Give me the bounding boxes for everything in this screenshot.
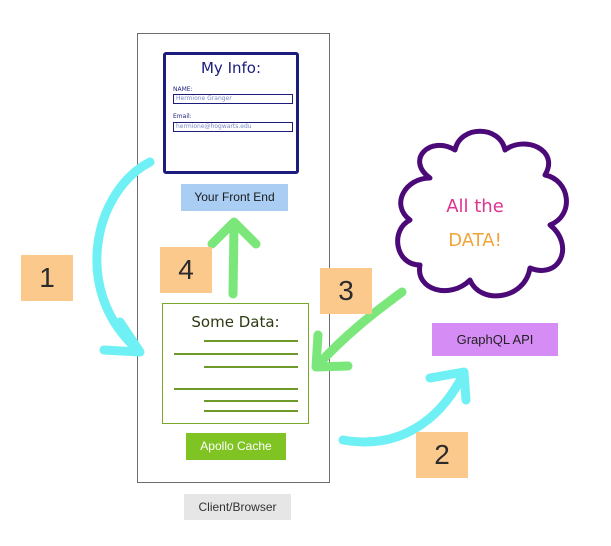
data-line bbox=[204, 400, 298, 402]
arrow-step-2 bbox=[338, 370, 468, 447]
data-line bbox=[174, 353, 298, 355]
data-card-title: Some Data: bbox=[191, 313, 280, 331]
client-browser-label: Client/Browser bbox=[184, 494, 291, 520]
data-line bbox=[174, 388, 298, 390]
data-line bbox=[204, 366, 298, 368]
front-end-label: Your Front End bbox=[181, 184, 288, 211]
arrow-step-4-head bbox=[207, 217, 261, 249]
step-1-badge: 1 bbox=[21, 255, 73, 301]
data-line bbox=[204, 340, 298, 342]
cloud-text-line-2: DATA! bbox=[448, 230, 502, 251]
arrow-step-3-head bbox=[311, 330, 353, 372]
arrow-step-2-head bbox=[425, 367, 471, 405]
arrow-step-3 bbox=[313, 287, 407, 370]
graphql-api-label: GraphQL API bbox=[432, 323, 558, 356]
data-card: Some Data: bbox=[162, 303, 309, 424]
name-field: Hermione Granger bbox=[173, 94, 293, 104]
data-cloud bbox=[395, 128, 569, 299]
data-line bbox=[204, 410, 298, 412]
step-3-badge: 3 bbox=[320, 268, 372, 314]
info-card: My Info: NAME: Hermione Granger Email: h… bbox=[163, 52, 299, 174]
email-field: hermione@hogwarts.edu bbox=[173, 122, 293, 132]
step-4-badge: 4 bbox=[160, 247, 212, 293]
arrow-step-1 bbox=[92, 157, 155, 355]
arrow-step-1-head bbox=[99, 317, 145, 357]
apollo-cache-label: Apollo Cache bbox=[186, 433, 286, 460]
name-field-label: NAME: bbox=[173, 86, 193, 93]
step-2-badge: 2 bbox=[416, 432, 468, 478]
email-field-label: Email: bbox=[173, 113, 192, 120]
cloud-text-line-1: All the bbox=[446, 196, 504, 217]
info-card-title: My Info: bbox=[200, 59, 262, 77]
arrow-step-4 bbox=[228, 221, 239, 299]
